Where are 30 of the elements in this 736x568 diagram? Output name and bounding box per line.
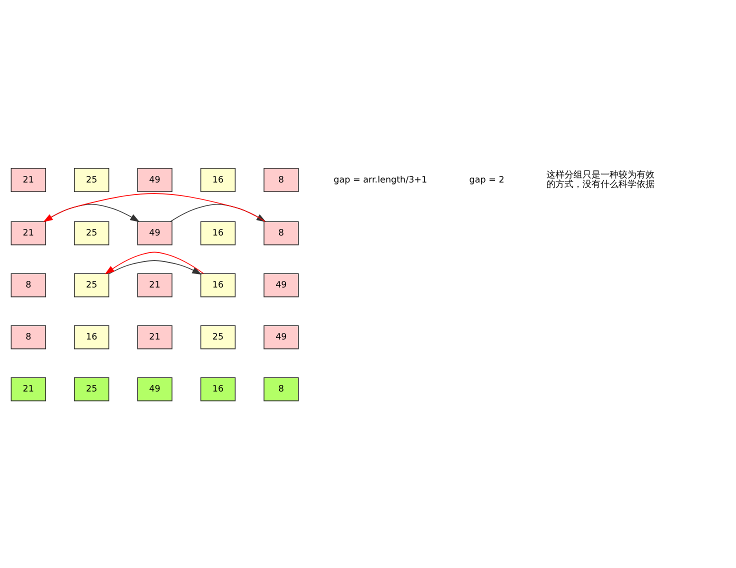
label: 这样分组只是一种较为有效的方式，没有什么科学依据	[546, 170, 654, 190]
label: gap = arr.length/3+1	[334, 175, 428, 186]
node-box: 21	[10, 168, 46, 192]
node-box: 8	[264, 221, 299, 246]
node-box: 25	[74, 273, 110, 298]
node-box: 16	[200, 273, 236, 298]
node-box: 16	[200, 221, 236, 246]
node-box: 25	[74, 221, 110, 246]
node-box: 16	[74, 325, 110, 350]
node-box: 21	[10, 377, 46, 402]
arrow	[104, 252, 204, 274]
node-box: 8	[264, 377, 299, 402]
node-box: 49	[137, 221, 172, 246]
node-box: 49	[264, 325, 299, 350]
label: gap = 2	[469, 175, 504, 186]
node-box: 49	[137, 168, 172, 192]
node-box: 21	[137, 273, 172, 298]
node-box: 25	[74, 377, 110, 402]
node-box: 8	[264, 168, 299, 192]
node-box: 16	[200, 377, 236, 402]
arrow	[108, 260, 202, 275]
node-box: 49	[137, 377, 172, 402]
node-box: 25	[74, 168, 110, 192]
node-box: 8	[10, 325, 46, 350]
node-box: 21	[10, 221, 46, 246]
node-box: 21	[137, 325, 172, 350]
node-box: 25	[200, 325, 236, 350]
node-box: 16	[200, 168, 236, 192]
node-box: 49	[264, 273, 299, 298]
node-box: 8	[10, 273, 46, 298]
